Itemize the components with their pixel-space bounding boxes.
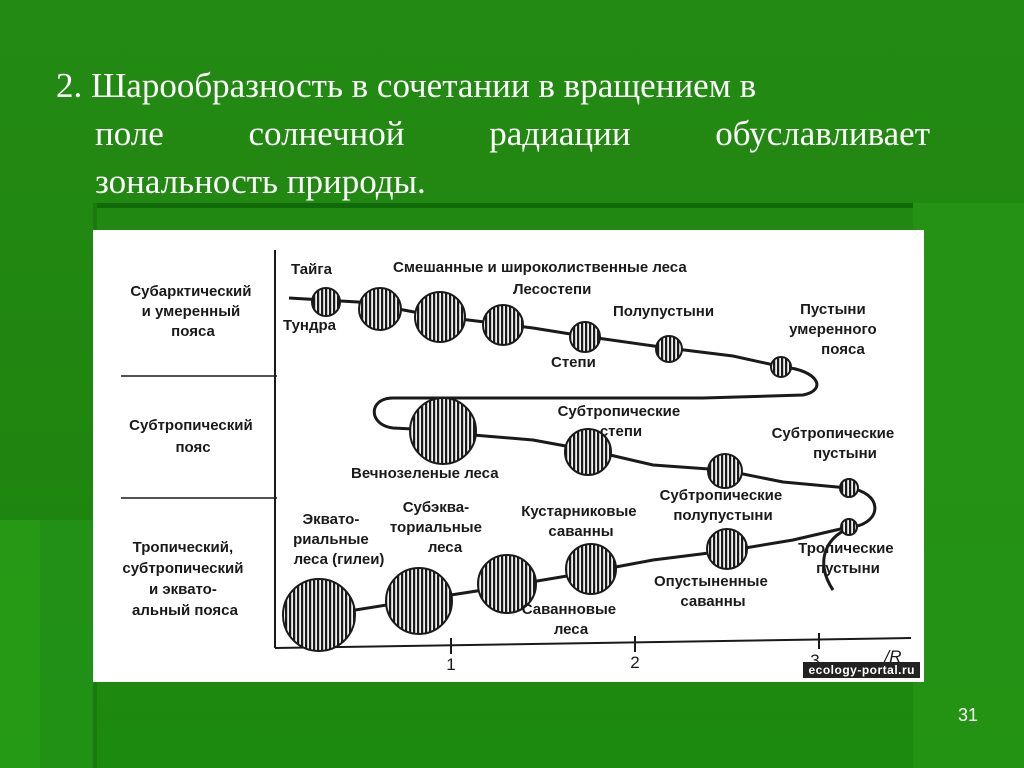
bubble-mixed-forest-2 [414,291,466,343]
text-line-1: 2. Шарообразность в сочетании в вращение… [56,66,757,105]
label-subtropical-steppes: Субтропические степи [558,403,685,440]
text-line-3: зональность природы. [95,162,426,201]
text-line-2-word-3: радиации [489,114,631,153]
bubble-desert-savanna [706,528,748,570]
bubble-subequatorial-forest [385,567,453,635]
zone-label-subtropical: Субтропический пояс [129,417,257,456]
watermark-ecology-portal: ecology-portal.ru [803,662,920,678]
x-tick-label-1: 1 [446,655,455,674]
x-tick-label-3: 3 [810,651,819,670]
bubble-steppe [569,321,601,353]
bubble-tropical-desert [840,518,858,536]
bubble-subtropical-steppe [564,428,612,476]
page-number: 31 [957,705,979,725]
label-steppes: Степи [551,354,596,371]
bubble-equatorial-forest [282,578,356,652]
label-subequatorial-forests: Субэква- ториальные леса [390,499,486,556]
label-taiga: Тайга [291,261,333,278]
bubble-temperate-desert [770,356,792,378]
label-savanna-forests: Саванновые леса [522,601,621,638]
text-line-2-word-1: поле [95,114,164,153]
label-mixed-forests: Смешанные и широколиственные леса [393,259,687,276]
bubble-subtropical-semidesert [707,453,743,489]
zone-label-subarctic: Субарктический и умеренный пояса [130,283,255,340]
label-tundra: Тундра [283,317,337,334]
natural-zones-figure: Субарктический и умеренный пояса Субтроп… [93,230,924,682]
label-tropical-deserts: Тропические пустыни [798,540,898,577]
bubble-semidesert [655,335,683,363]
label-subtropical-deserts: Субтропические пустыни [772,425,899,462]
text-line-2-word-4: обуславливает [715,114,930,153]
bubble-mixed-forest-1 [358,287,402,331]
text-line-2-word-2: солнечной [248,114,405,153]
x-axis-line [274,637,912,649]
decor-band-left [0,520,40,768]
label-desert-savannas: Опустыненные саванны [654,573,772,610]
label-shrub-savannas: Кустарниковые саванны [521,503,641,540]
label-forest-steppe: Лесостепи [513,281,591,298]
bubble-shrub-savanna [565,543,617,595]
decor-band-bottom [40,520,95,768]
bubble-subtropical-desert [839,478,859,498]
decor-band-right [913,203,1024,768]
bubble-savanna-forest [477,554,537,614]
label-semi-deserts: Полупустыни [613,303,714,320]
bubble-taiga [311,287,341,317]
slide-body-text: 2. Шарообразность в сочетании в вращение… [56,62,930,206]
zone-label-tropical: Тропический, субтропический и эквато- ал… [122,539,247,619]
label-subtropical-semideserts: Субтропические полупустыни [660,487,787,524]
natural-zones-diagram: Субарктический и умеренный пояса Субтроп… [121,250,912,674]
bubble-evergreen-forest [409,397,477,465]
decor-bar-top [93,203,913,208]
x-axis-label: /R [884,647,902,666]
x-tick-label-2: 2 [630,653,639,672]
label-evergreen-forests: Вечнозеленые леса [351,465,499,482]
bubble-forest-steppe [482,304,524,346]
label-equatorial-forests: Эквато- риальные леса (гилеи) [293,511,384,568]
label-temperate-deserts: Пустыни умеренного пояса [789,301,881,358]
text-line-2: поле солнечной радиации обуславливает [56,110,930,158]
